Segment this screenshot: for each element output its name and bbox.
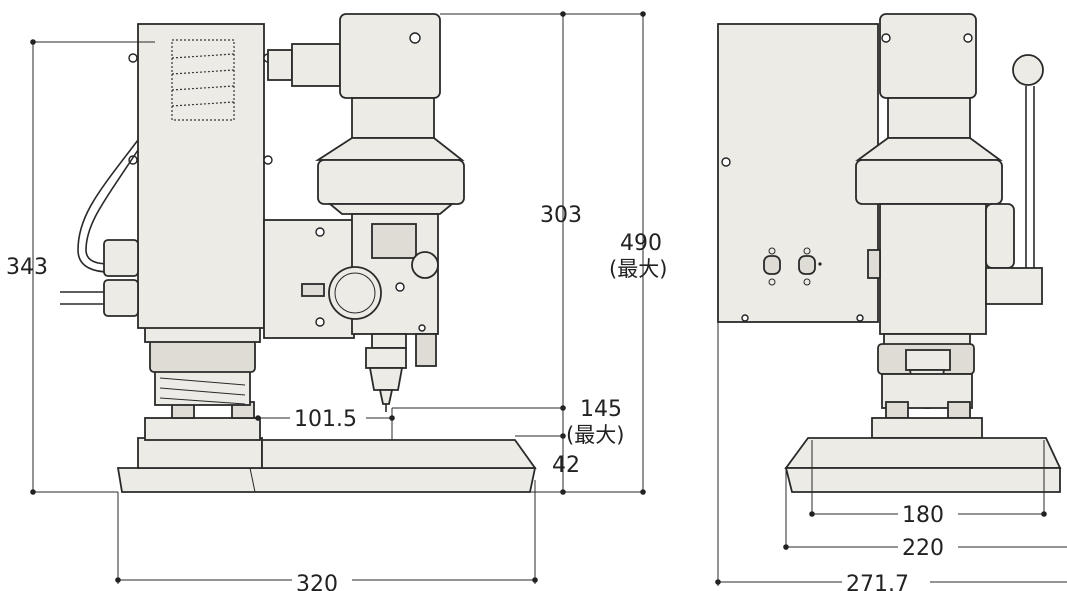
dim-320: 320 bbox=[296, 572, 338, 591]
dim-180: 180 bbox=[902, 503, 944, 528]
column-foot bbox=[144, 417, 261, 441]
head-top bbox=[339, 13, 441, 99]
side-control-box bbox=[717, 23, 879, 323]
column-collar bbox=[149, 339, 256, 373]
side-head-lower bbox=[879, 203, 987, 335]
side-base-step bbox=[784, 437, 1062, 469]
dim-42: 42 bbox=[552, 453, 580, 478]
dim-145: 145 bbox=[580, 397, 622, 422]
front-dimensions bbox=[30, 11, 646, 584]
cable-gland-upper bbox=[103, 239, 139, 277]
gauge-dial bbox=[328, 266, 382, 320]
chuck-body bbox=[368, 367, 404, 391]
dim-101-5: 101.5 bbox=[294, 407, 357, 432]
side-view bbox=[717, 13, 1062, 493]
column-spring bbox=[154, 369, 251, 406]
chuck-upper bbox=[365, 347, 407, 369]
head-flange bbox=[317, 159, 465, 205]
side-base-plate bbox=[784, 467, 1061, 493]
dim-271-7: 271.7 bbox=[846, 572, 909, 591]
dim-145-note: (最大) bbox=[566, 423, 624, 447]
dimension-labels: 343 303 490 (最大) 101.5 145 (最大) 42 320 1… bbox=[6, 203, 944, 591]
front-control-box bbox=[137, 23, 265, 329]
lever-knob bbox=[1012, 54, 1044, 86]
side-head-top bbox=[879, 13, 977, 99]
dim-343: 343 bbox=[6, 255, 48, 280]
front-base-plate bbox=[116, 467, 537, 493]
dim-490-note: (最大) bbox=[609, 257, 667, 281]
front-view bbox=[60, 13, 537, 493]
side-head-flange bbox=[855, 159, 1003, 205]
head-neck bbox=[351, 97, 435, 139]
cable-loop bbox=[77, 139, 139, 273]
cable-gland-lower bbox=[103, 279, 139, 317]
dim-303: 303 bbox=[540, 203, 582, 228]
side-lever-block bbox=[985, 267, 1043, 305]
toggle-switches bbox=[763, 247, 822, 286]
dim-220: 220 bbox=[902, 536, 944, 561]
front-base-step bbox=[137, 437, 263, 469]
side-dimensions bbox=[715, 322, 1067, 586]
side-column-foot bbox=[871, 417, 983, 439]
dim-490: 490 bbox=[620, 231, 662, 256]
